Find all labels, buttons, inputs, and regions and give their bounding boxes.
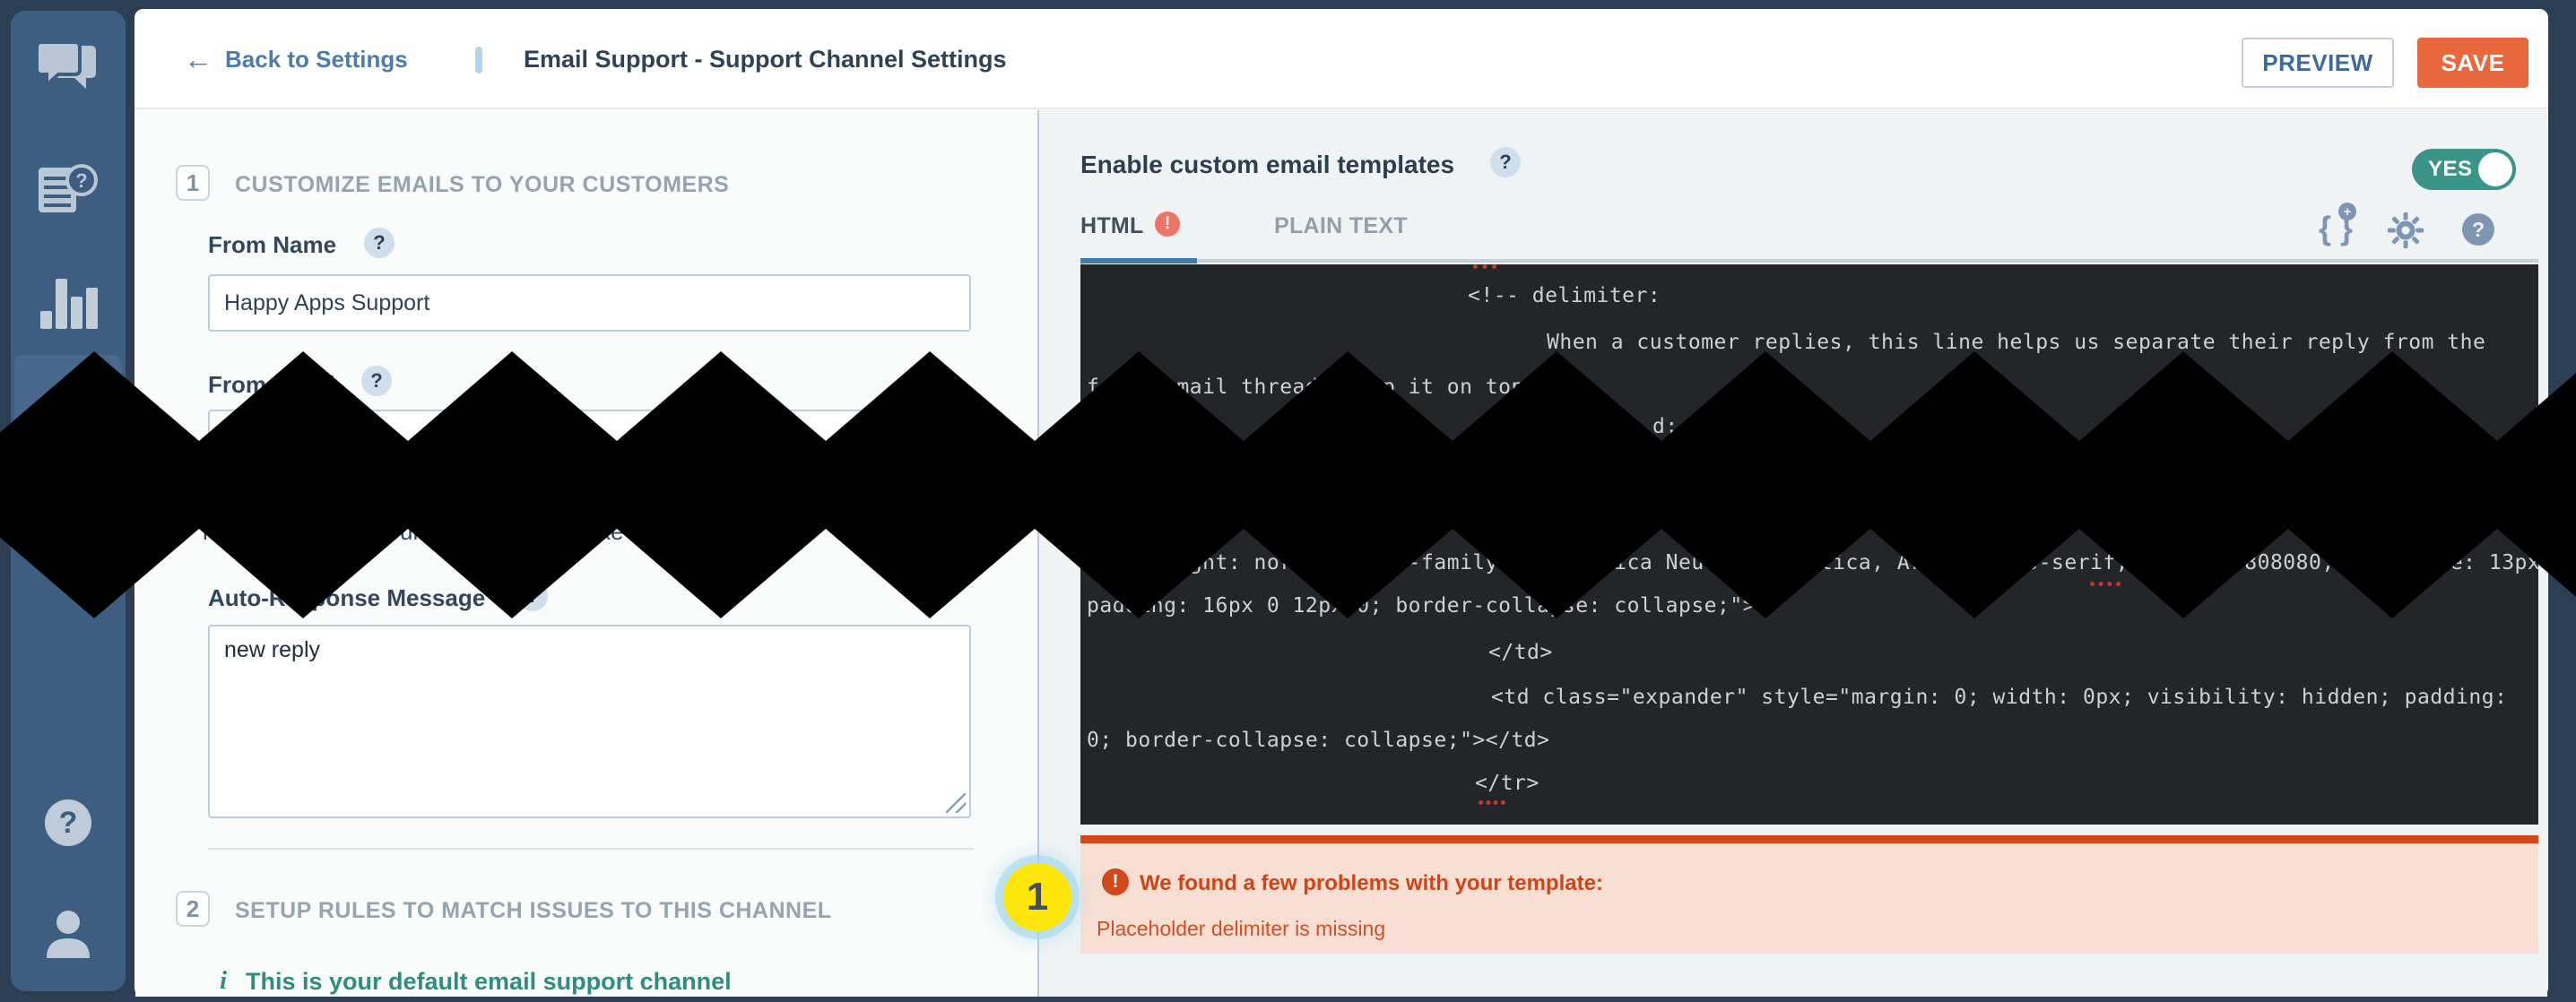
error-title: We found a few problems with your templa…: [1140, 871, 1603, 895]
obscured-text-fragment: ur: [400, 518, 421, 545]
save-button[interactable]: SAVE: [2417, 38, 2528, 88]
tabs-underline-track: [1080, 259, 2538, 263]
section2-title: SETUP RULES TO MATCH ISSUES TO THIS CHAN…: [235, 898, 832, 923]
auto-response-label: Auto-Response Message: [208, 584, 486, 611]
code-line: </td>: [1488, 641, 1553, 664]
back-arrow-icon: ←: [184, 42, 212, 75]
from-name-input[interactable]: [208, 274, 971, 332]
obscured-text-fragment: lo: [203, 518, 221, 545]
code-line: <!-- delimiter:: [1468, 284, 1661, 307]
code-line: <td class="expander" style="margin: 0; w…: [1491, 686, 2508, 709]
textarea-resize-handle[interactable]: [946, 793, 966, 813]
tab-html-active-underline: [1080, 258, 1197, 263]
section1-number: 1: [176, 165, 210, 201]
svg-text:?: ?: [75, 169, 87, 192]
enable-templates-label: Enable custom email templates: [1080, 151, 1455, 178]
editor-settings-button[interactable]: [2387, 212, 2424, 254]
sidebar-item-profile[interactable]: [29, 896, 108, 975]
editor-help-button[interactable]: ?: [2462, 213, 2494, 246]
html-tab-error-icon: !: [1155, 212, 1180, 237]
section2-number: 2: [176, 891, 210, 927]
gear-icon: [2387, 212, 2424, 249]
sidebar-active-item-highlight: [14, 355, 122, 430]
page-title: Email Support - Support Channel Settings: [524, 45, 1007, 73]
code-line: font-weight: normal; font-family: 'Helve…: [1087, 551, 2538, 574]
code-line: d:: [1652, 415, 1678, 438]
code-line: padding: 16px 0 12px 0; border-collapse:…: [1087, 594, 1756, 618]
page-header: ← Back to Settings Email Support - Suppo…: [134, 9, 2548, 109]
auto-response-help-icon[interactable]: ?: [517, 581, 548, 611]
sidebar-item-help[interactable]: ?: [29, 783, 108, 862]
error-squiggle: [1479, 800, 1505, 805]
toggle-knob: [2478, 152, 2512, 186]
enable-templates-help-icon[interactable]: ?: [1490, 147, 1521, 177]
chat-icon: [36, 40, 96, 90]
tab-plain-text[interactable]: PLAIN TEXT: [1274, 213, 1408, 238]
sidebar-item-reports[interactable]: [29, 263, 108, 342]
code-line: 0; border-collapse: collapse;"></td>: [1087, 729, 1550, 752]
help-icon: ?: [45, 799, 91, 846]
error-squiggle: [2090, 582, 2121, 586]
info-icon: i: [220, 966, 228, 995]
back-to-settings-link[interactable]: ← Back to Settings: [184, 9, 408, 109]
tab-html[interactable]: HTML: [1080, 213, 1144, 238]
sidebar-item-knowledge-base[interactable]: ?: [29, 147, 108, 226]
back-link-label: Back to Settings: [225, 45, 408, 73]
bar-chart-icon: [40, 279, 98, 329]
html-template-editor[interactable]: <!-- delimiter: When a customer replies,…: [1080, 264, 2538, 825]
error-detail: Placeholder delimiter is missing: [1097, 917, 1386, 940]
error-squiggle: [1473, 264, 1496, 269]
code-line: f the email thread. Keep it on top. -->: [1087, 376, 1589, 399]
from-email-help-icon[interactable]: ?: [361, 366, 392, 396]
section1-title: CUSTOMIZE EMAILS TO YOUR CUSTOMERS: [235, 172, 730, 197]
header-separator: [475, 47, 482, 73]
preview-button[interactable]: PREVIEW: [2242, 38, 2394, 88]
plus-badge-icon: +: [2338, 203, 2356, 220]
code-line: </tr>: [1475, 772, 1540, 795]
from-email-input[interactable]: [208, 410, 971, 467]
section-divider: [208, 848, 974, 850]
toggle-state-label: YES: [2428, 157, 2473, 181]
step-annotation-badge: 1: [1003, 863, 1071, 931]
sidebar-item-conversations[interactable]: [29, 30, 108, 109]
error-icon: !: [1102, 868, 1129, 895]
code-line: When a customer replies, this line helps…: [1547, 331, 2486, 354]
from-name-help-icon[interactable]: ?: [364, 228, 395, 258]
user-icon: [47, 911, 90, 958]
enable-templates-toggle[interactable]: YES: [2412, 149, 2516, 190]
knowledge-base-icon: ?: [39, 164, 98, 212]
default-channel-note: This is your default email support chann…: [246, 968, 732, 995]
auto-response-textarea[interactable]: new reply: [208, 625, 971, 818]
template-error-box: ! We found a few problems with your temp…: [1080, 835, 2538, 954]
insert-placeholder-button[interactable]: { } +: [2319, 203, 2356, 247]
obscured-text-fragment: ke: [599, 518, 624, 545]
from-name-label: From Name: [208, 231, 337, 258]
from-email-label: From Email: [208, 371, 335, 398]
